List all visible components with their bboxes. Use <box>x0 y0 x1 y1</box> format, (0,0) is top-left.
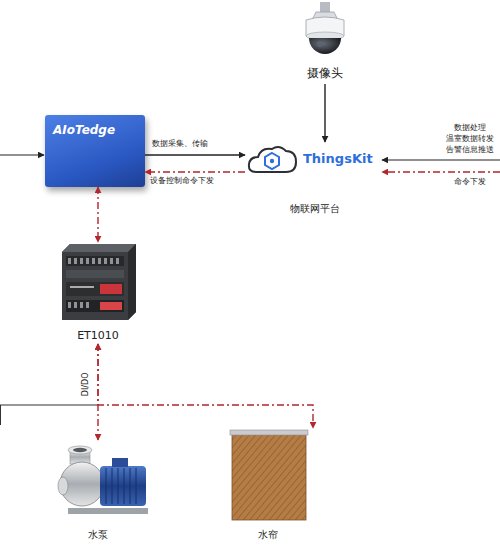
connector-label: DI/DO <box>83 372 92 396</box>
data-connector <box>324 84 325 142</box>
device-label: 水泵 <box>48 529 148 541</box>
flow-note: 命令下发 <box>454 178 486 187</box>
camera-node: 摄像头 <box>285 0 365 84</box>
output-line <box>382 159 500 160</box>
bus-line <box>0 405 1 425</box>
pump-node: 水泵 <box>48 440 148 546</box>
bus-line <box>0 404 98 405</box>
flow-note: 告警信息推送 <box>446 146 494 155</box>
connector-label: 数据采集、传输 <box>152 140 208 149</box>
device-label: 水帘 <box>228 529 308 541</box>
water-curtain-illustration <box>230 430 308 520</box>
flow-note: 温室数据转发 <box>446 135 494 144</box>
plc-module-illustration <box>62 244 136 320</box>
platform-node: ThingsKit 物联网平台 <box>245 142 382 218</box>
device-label: ET1010 <box>58 330 138 343</box>
plc-node: ET1010 <box>58 242 138 344</box>
input-line <box>0 154 44 155</box>
connector-label: 设备控制命令下发 <box>150 177 214 186</box>
command-connector <box>98 344 313 428</box>
thingskit-logo <box>249 147 296 172</box>
platform-name: ThingsKit <box>303 152 382 167</box>
platform-label: 物联网平台 <box>265 203 365 215</box>
device-label: 摄像头 <box>285 67 365 81</box>
curtain-node: 水帘 <box>228 428 318 546</box>
flow-note: 数据处理 <box>454 124 486 133</box>
command-line <box>382 171 500 172</box>
pump-illustration <box>58 446 148 514</box>
command-connector <box>97 344 98 440</box>
gateway-box: AIoTedge <box>45 115 145 187</box>
command-connector <box>97 187 98 242</box>
command-connector <box>145 171 245 172</box>
gateway-name: AIoTedge <box>53 124 137 138</box>
camera-illustration <box>306 2 344 54</box>
data-connector <box>145 154 245 155</box>
